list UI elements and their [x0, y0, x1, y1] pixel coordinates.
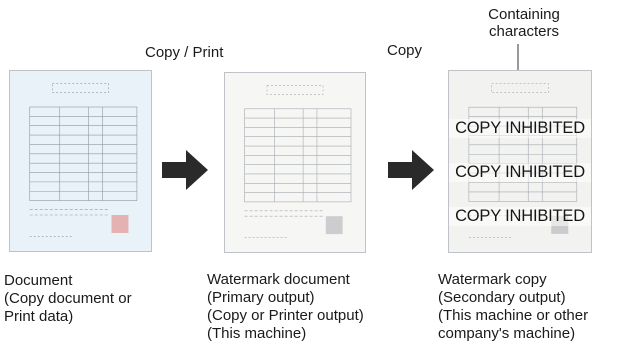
caption-watermark-copy: Watermark copy (Secondary output) (This … [438, 271, 588, 343]
caption-line: (This machine or other [438, 307, 589, 324]
form-grid [29, 83, 138, 237]
containing-characters-label: Containing characters [474, 6, 574, 40]
copy-label: Copy [387, 42, 423, 59]
caption-line: (Copy document or [4, 290, 132, 307]
caption-line: Watermark copy [438, 271, 547, 288]
arrow-right-icon [162, 150, 208, 190]
copy-inhibited-text: COPY INHIBITED [449, 163, 591, 182]
containing-characters-line-1: Containing [488, 6, 560, 23]
containing-characters-line-2: characters [488, 23, 560, 40]
caption-line: (Primary output) [207, 289, 315, 306]
caption-line: Document [4, 272, 73, 289]
caption-line: (Secondary output) [438, 289, 566, 306]
watermark-document-form [244, 85, 352, 238]
caption-line: (This machine) [207, 325, 307, 342]
caption-line: Watermark document [207, 271, 350, 288]
caption-line: company's machine) [438, 325, 576, 342]
caption-line: (Copy or Printer output) [207, 307, 364, 324]
arrow-shape [388, 150, 434, 190]
caption-document: Document (Copy document or Print data) [4, 272, 132, 326]
caption-line: Print data) [4, 308, 74, 325]
original-document-form [29, 83, 138, 237]
copy-inhibited-text: COPY INHIBITED [449, 119, 591, 138]
arrow-right-icon [388, 150, 434, 190]
watermark-copy: COPY INHIBITED COPY INHIBITED COPY INHIB… [449, 71, 591, 252]
stamp-seal [111, 215, 129, 233]
arrow-shape [162, 150, 208, 190]
stamp-seal [325, 216, 343, 235]
form-grid [244, 85, 352, 238]
original-document [10, 71, 151, 251]
copy-print-label: Copy / Print [145, 44, 224, 61]
copy-inhibited-text: COPY INHIBITED [449, 207, 591, 226]
caption-watermark-document: Watermark document (Primary output) (Cop… [207, 271, 364, 343]
watermark-document [225, 73, 365, 252]
